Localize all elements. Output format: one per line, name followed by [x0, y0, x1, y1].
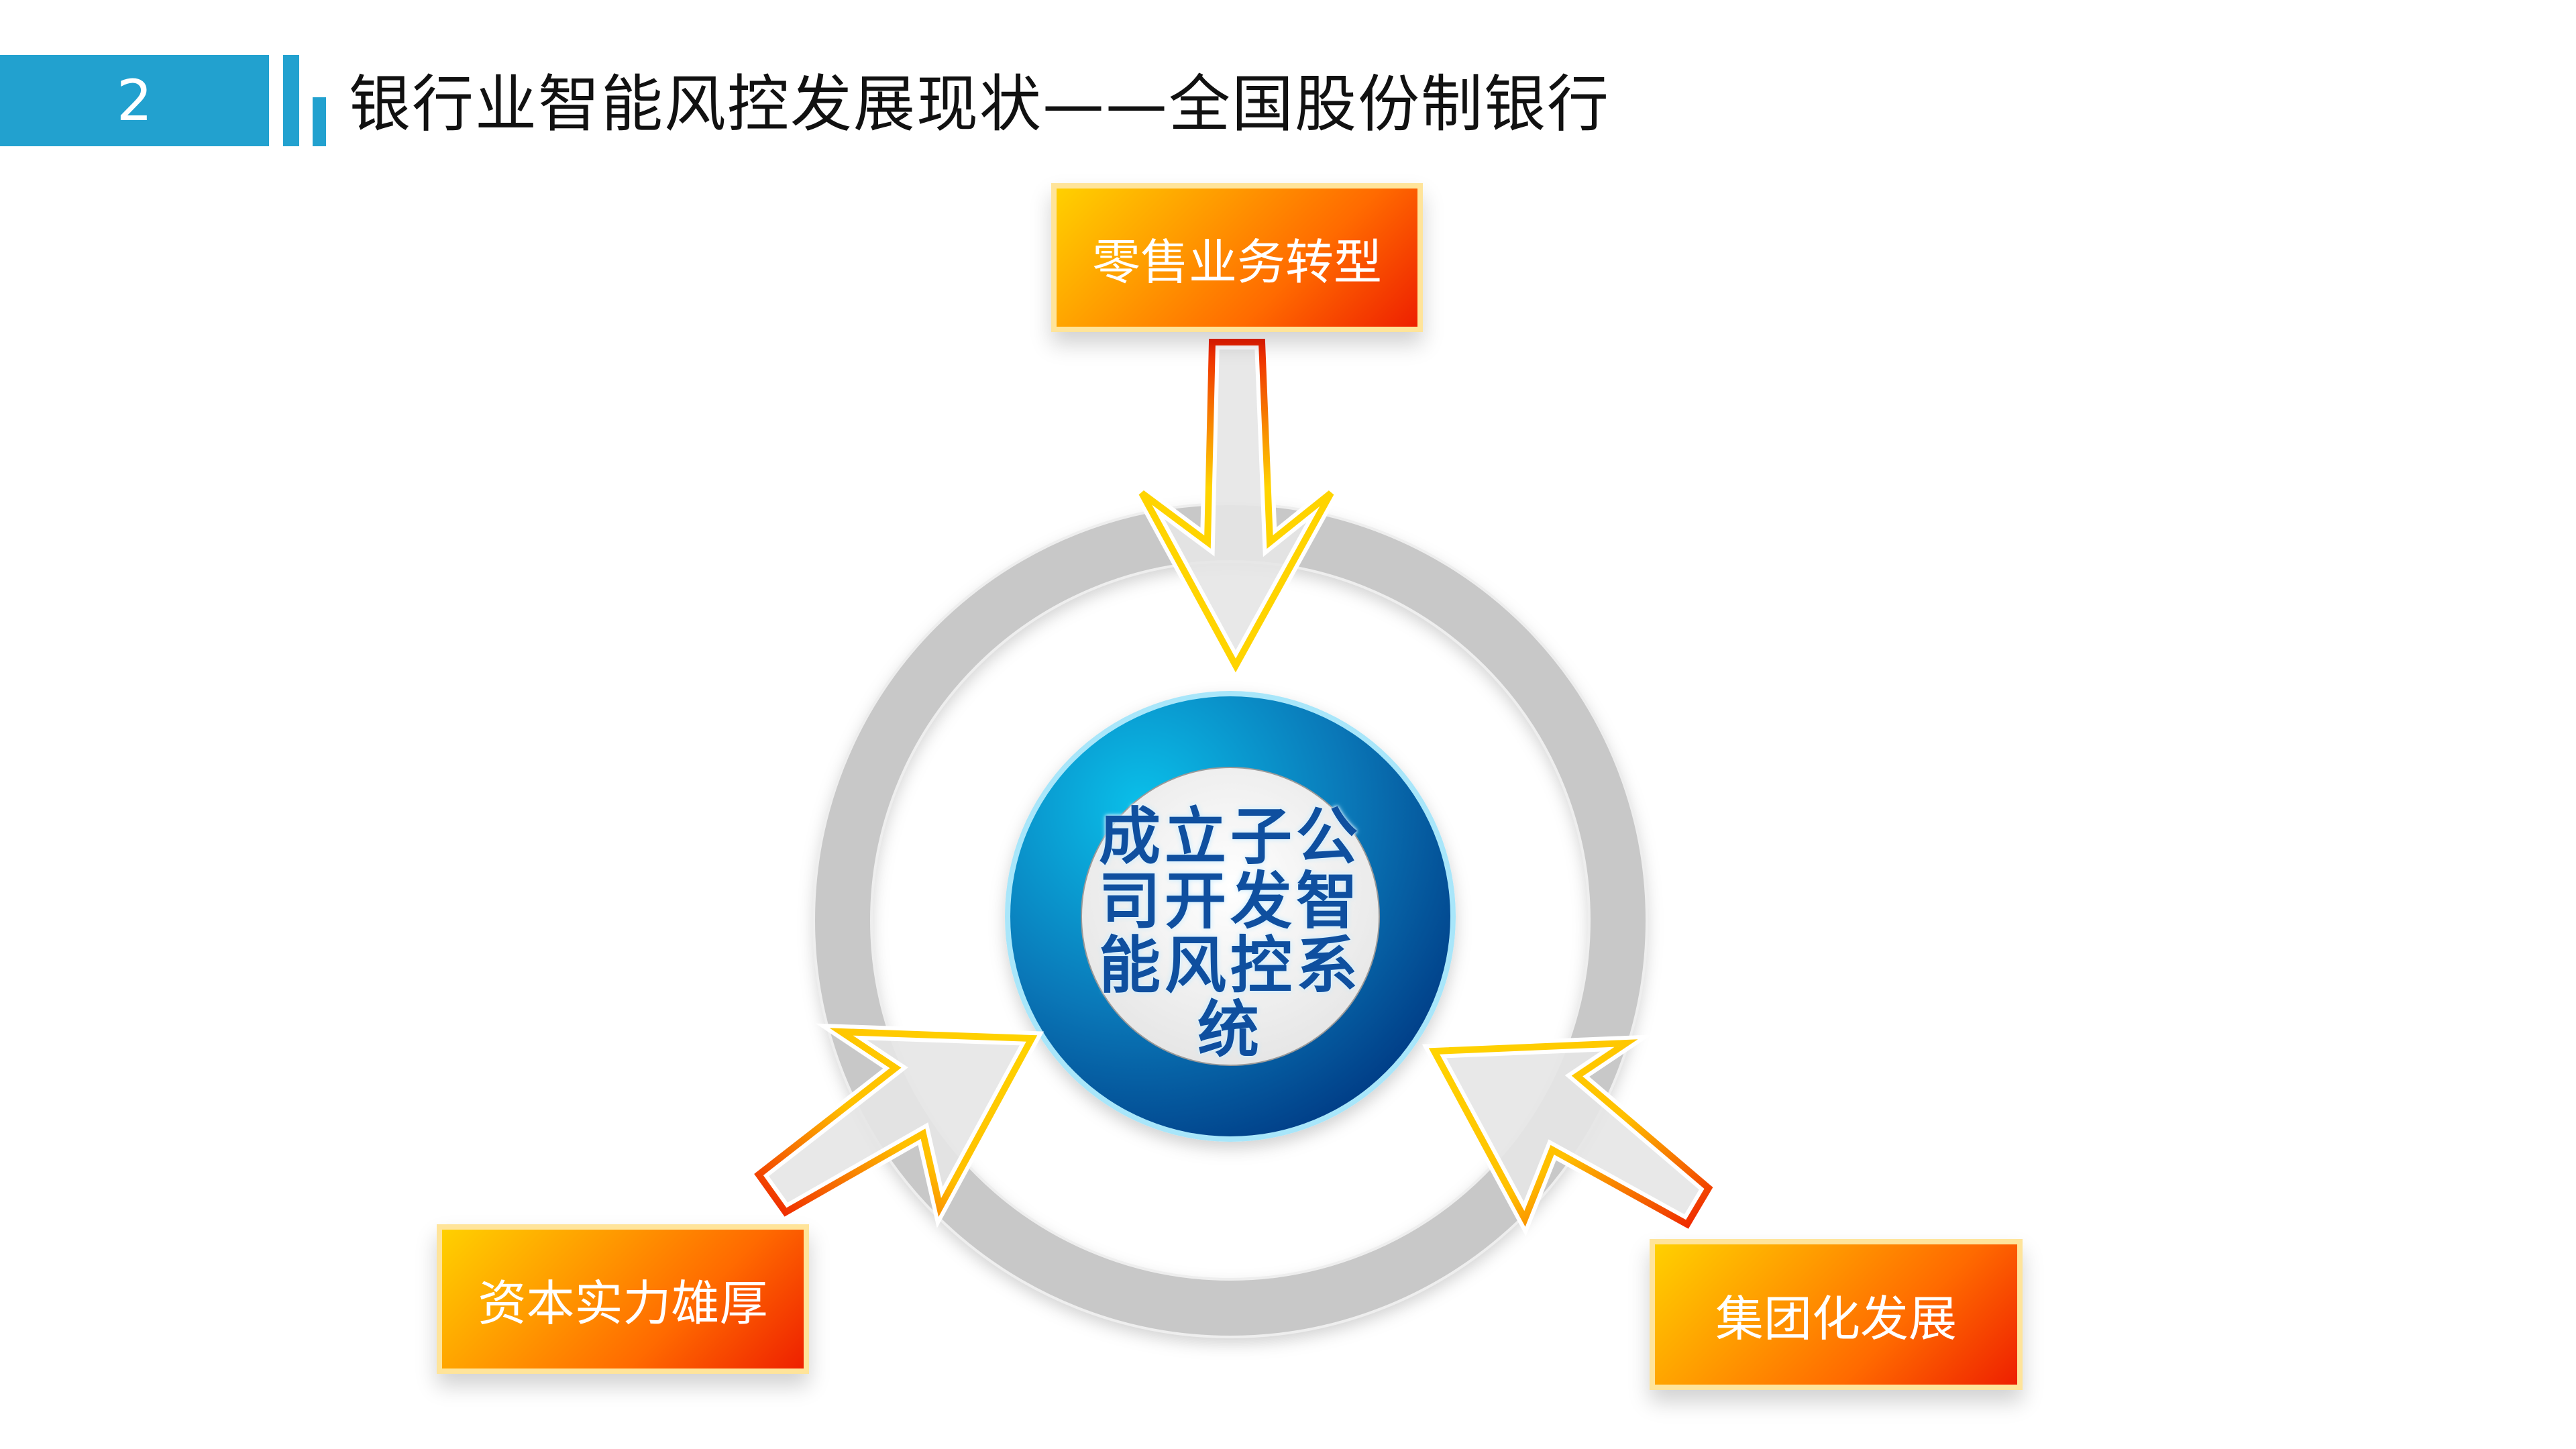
node-label: 零售业务转型	[1091, 233, 1382, 290]
accent-bar	[283, 55, 299, 146]
node-label: 集团化发展	[1715, 1291, 1957, 1347]
page-title: 银行业智能风控发展现状——全国股份制银行	[349, 68, 1611, 140]
node-strong-capital: 资本实力雄厚	[437, 1224, 809, 1374]
arrow-down-icon	[1135, 335, 1338, 681]
section-number: 2	[116, 68, 153, 133]
arrow-up-right-icon	[748, 1023, 1044, 1228]
node-label: 资本实力雄厚	[478, 1275, 768, 1332]
node-group-development: 集团化发展	[1650, 1239, 2023, 1390]
node-retail-transformation: 零售业务转型	[1051, 183, 1423, 332]
center-circle	[1005, 691, 1456, 1142]
section-number-block: 2	[0, 55, 269, 146]
center-label: 成立子公司开发智能风控系统	[1098, 801, 1362, 1066]
accent-bar-short	[313, 97, 326, 146]
arrow-up-left-icon	[1421, 1034, 1719, 1236]
